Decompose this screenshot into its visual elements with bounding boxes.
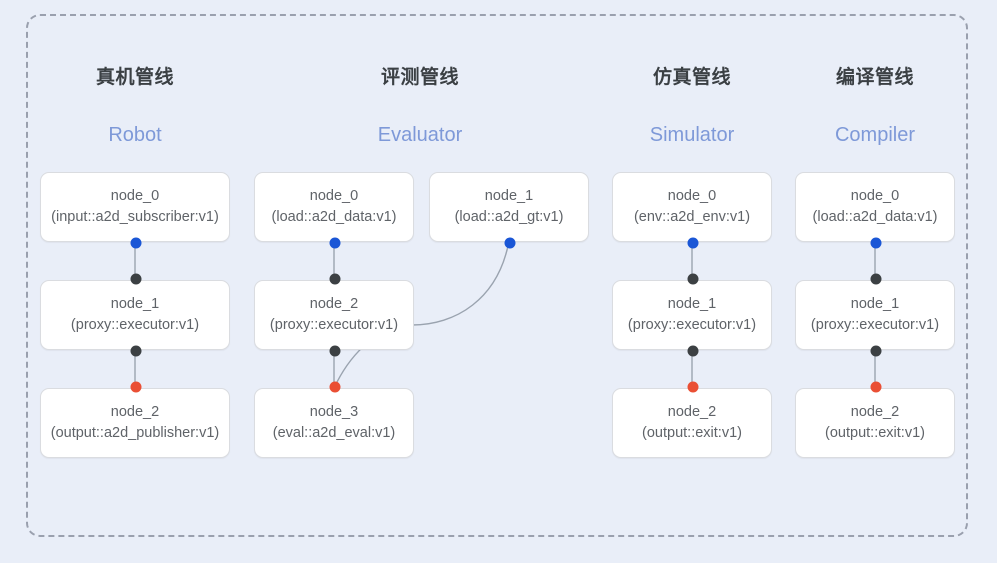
node-label-spec: (output::exit:v1) [825,425,925,441]
port-input-sim-node-1[interactable] [687,273,699,285]
column-subtitle-evaluator: Evaluator [377,124,463,146]
port-output-eval-node-1[interactable] [504,237,516,249]
port-output-robot-node-1[interactable] [130,345,142,357]
node-label-name: node_0 [667,187,717,204]
node-label-name: node_0 [110,187,160,204]
node-eval-node-0[interactable]: node_0 (load::a2d_data:v1) [254,172,414,249]
column-subtitle-robot: Robot [108,124,162,146]
column-title-compiler: 编译管线 [835,67,914,88]
node-label-name: node_3 [309,403,359,420]
node-label-name: node_2 [309,295,359,312]
node-label-spec: (proxy::executor:v1) [70,317,200,333]
port-input-eval-node-2[interactable] [329,273,341,285]
column-subtitle-compiler: Compiler [834,124,916,146]
port-input-robot-node-1[interactable] [130,273,142,285]
port-output-sim-node-1[interactable] [687,345,699,357]
node-label-spec: (input::a2d_subscriber:v1) [51,209,219,225]
column-subtitle-simulator: Simulator [649,124,735,146]
node-label-name: node_2 [667,403,717,420]
port-input-comp-node-2[interactable] [870,381,882,393]
node-comp-node-1[interactable]: node_1 (proxy::executor:v1) [795,273,955,357]
node-label-name: node_1 [850,295,900,312]
node-label-spec: (load::a2d_data:v1) [812,209,938,225]
node-label-spec: (env::a2d_env:v1) [633,209,751,225]
node-label-name: node_0 [309,187,359,204]
port-output-comp-node-1[interactable] [870,345,882,357]
node-eval-node-1[interactable]: node_1 (load::a2d_gt:v1) [429,172,589,249]
node-robot-node-2[interactable]: node_2 (output::a2d_publisher:v1) [40,381,230,458]
node-label-name: node_2 [110,403,160,420]
port-input-sim-node-2[interactable] [687,381,699,393]
port-input-eval-node-3[interactable] [329,381,341,393]
node-eval-node-2[interactable]: node_2 (proxy::executor:v1) [254,273,414,357]
node-label-name: node_1 [110,295,160,312]
node-label-spec: (load::a2d_data:v1) [271,209,397,225]
node-comp-node-2[interactable]: node_2 (output::exit:v1) [795,381,955,458]
node-sim-node-2[interactable]: node_2 (output::exit:v1) [612,381,772,458]
dashed-boundary-frame [26,14,968,537]
node-sim-node-0[interactable]: node_0 (env::a2d_env:v1) [612,172,772,249]
column-title-robot: 真机管线 [95,67,174,88]
node-eval-node-3[interactable]: node_3 (eval::a2d_eval:v1) [254,381,414,458]
node-sim-node-1[interactable]: node_1 (proxy::executor:v1) [612,273,772,357]
column-title-evaluator: 评测管线 [380,67,459,88]
node-label-spec: (output::exit:v1) [642,425,742,441]
port-output-eval-node-0[interactable] [329,237,341,249]
node-label-name: node_2 [850,403,900,420]
port-output-comp-node-0[interactable] [870,237,882,249]
node-label-name: node_1 [667,295,717,312]
port-output-eval-node-2[interactable] [329,345,341,357]
column-title-simulator: 仿真管线 [652,67,731,88]
port-input-robot-node-2[interactable] [130,381,142,393]
node-label-spec: (eval::a2d_eval:v1) [272,425,396,441]
node-label-name: node_1 [484,187,534,204]
node-comp-node-0[interactable]: node_0 (load::a2d_data:v1) [795,172,955,249]
node-robot-node-0[interactable]: node_0 (input::a2d_subscriber:v1) [40,172,230,249]
node-robot-node-1[interactable]: node_1 (proxy::executor:v1) [40,273,230,357]
node-label-spec: (output::a2d_publisher:v1) [50,425,220,441]
port-input-comp-node-1[interactable] [870,273,882,285]
node-label-spec: (proxy::executor:v1) [269,317,399,333]
node-label-spec: (proxy::executor:v1) [627,317,757,333]
node-label-spec: (proxy::executor:v1) [810,317,940,333]
port-output-robot-node-0[interactable] [130,237,142,249]
port-output-sim-node-0[interactable] [687,237,699,249]
node-label-name: node_0 [850,187,900,204]
node-label-spec: (load::a2d_gt:v1) [454,209,564,225]
